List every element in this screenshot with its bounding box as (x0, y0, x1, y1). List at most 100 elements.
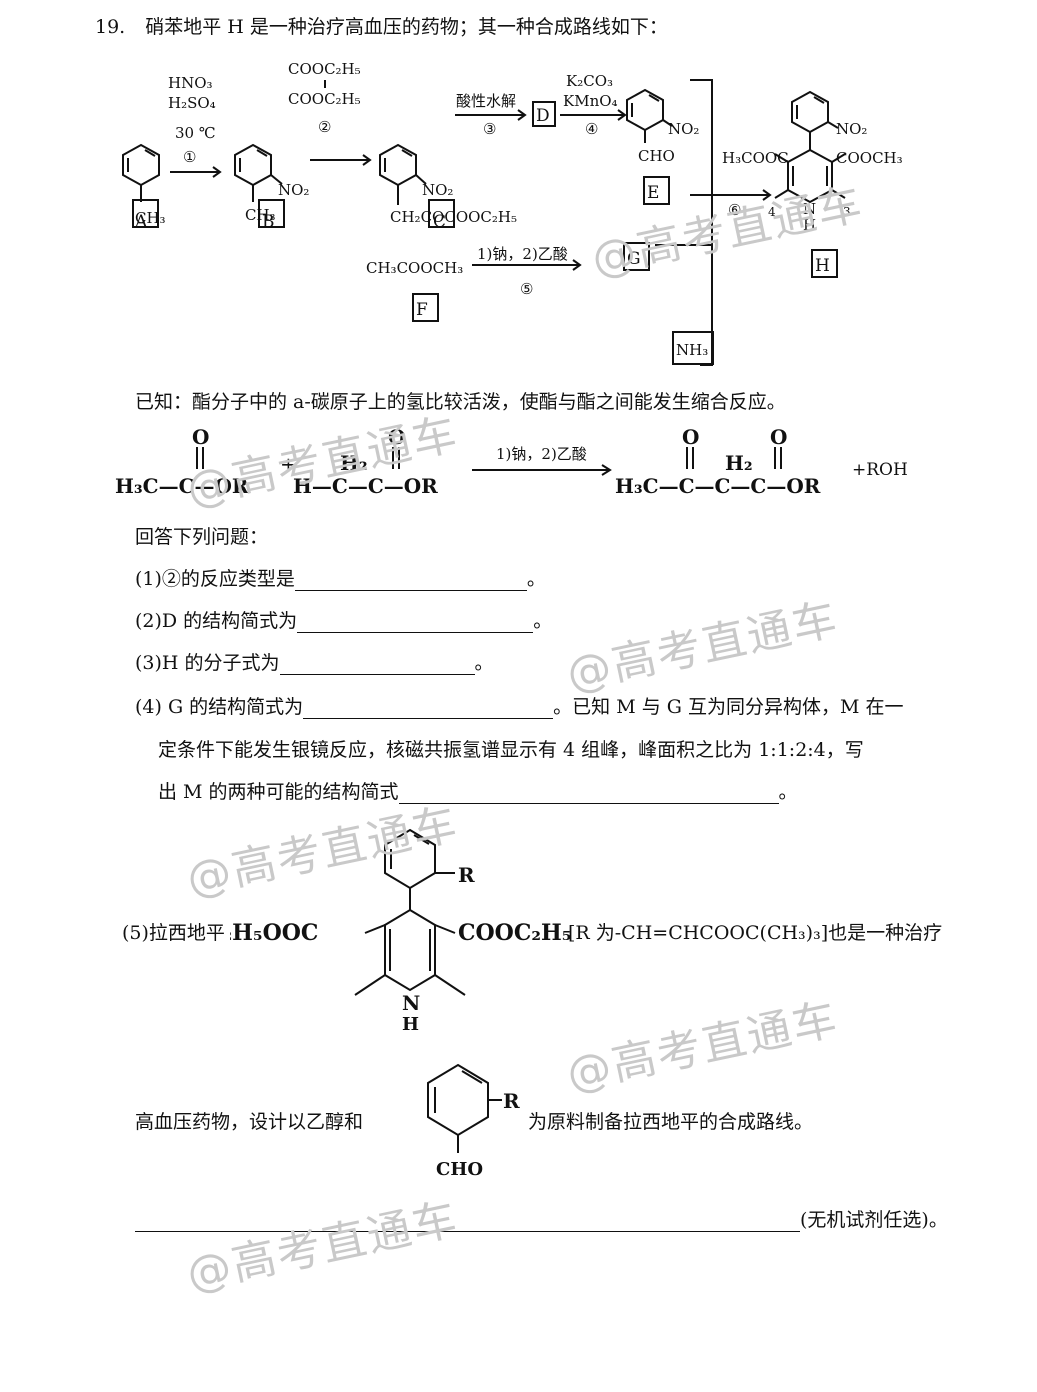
label-A: A (134, 212, 148, 232)
C-nitro: NO₂ (422, 181, 453, 199)
question-header: 19. 硝苯地平 H 是一种治疗高血压的药物；其一种合成路线如下： (95, 12, 668, 39)
known-info: 已知：酯分子中的 a-碳原子上的氢比较活泼，使酯与酯之间能发生缩合反应。 (135, 391, 786, 413)
q2-text: (2)D 的结构简式为 (135, 610, 298, 632)
q5-prefix: (5)拉西地平 (122, 922, 225, 944)
A-methyl: CH₃ (135, 209, 166, 227)
q3-end: 。 (474, 652, 494, 674)
H-position-4: 4 (768, 205, 776, 219)
q5-route-line: (无机试剂任选)。 (135, 1205, 948, 1232)
q5-r-definition: [R 为-CH=CHCOOC(CH₃)₃]也是一种治疗 (568, 922, 943, 944)
label-box-D (532, 101, 556, 127)
q5-line2-text: 高血压药物，设计以乙醇和 (135, 1111, 364, 1133)
lacidipine-right-ester: COOC₂H₅ (458, 920, 571, 946)
q4-line2: 定条件下能发生银镜反应，核磁共振氢谱显示有 4 组峰，峰面积之比为 1:1:2:… (158, 739, 864, 761)
q4-line3-end: 。 (778, 781, 798, 803)
H-position-3: 3 (843, 205, 851, 219)
label-E: E (647, 183, 659, 203)
label-box-C (428, 199, 455, 228)
aldehyde-r: R (503, 1089, 520, 1113)
F-formula: CH₃COOCH₃ (366, 259, 463, 277)
watermark: @高考直通车 (562, 993, 843, 1101)
lacidipine-r: R (458, 863, 475, 887)
reactant1-oxygen: O (192, 425, 209, 449)
H-nitro: NO₂ (836, 120, 867, 138)
aldehyde-benzene-ring (427, 1063, 489, 1137)
q2-answer-blank[interactable] (297, 612, 534, 633)
product-oxygen-1: O (682, 425, 699, 449)
product-h2: H₂ (725, 451, 753, 475)
question-2: (2)D 的结构简式为 。 (135, 606, 552, 633)
question-3: (3)H 的分子式为。 (135, 648, 494, 675)
reagent-ester-top: COOC₂H₅ (288, 60, 361, 78)
q2-end: 。 (533, 610, 553, 632)
question-stem: 硝苯地平 H 是一种治疗高血压的药物；其一种合成路线如下： (145, 16, 668, 38)
q5-tail: (无机试剂任选)。 (800, 1209, 948, 1231)
condensation-reaction: O H₃C—C—OR + H₂ O H—C—C—OR 1)钠，2)乙酸 O H₂… (115, 425, 908, 498)
step-number-1: ① (183, 148, 196, 166)
label-D: D (536, 106, 550, 126)
step-number-3: ③ (483, 120, 496, 138)
label-C: C (433, 212, 446, 232)
q1-end: 。 (526, 568, 546, 590)
lacidipine-left-ester: C₂H₅OOC (230, 920, 318, 946)
q4-m-answer-blank[interactable] (398, 783, 779, 804)
product-oxygen-2: O (770, 425, 787, 449)
H-hydrogen: H (803, 216, 816, 234)
q4-text: (4) G 的结构简式为 (135, 696, 304, 718)
q1-answer-blank[interactable] (294, 570, 527, 591)
B-nitro: NO₂ (278, 181, 309, 199)
watermark: @高考直通车 (182, 1193, 463, 1301)
product: H₃C—C—C—C—OR (615, 474, 821, 498)
step-number-6: ⑥ (728, 201, 741, 219)
label-box-H (811, 249, 838, 278)
step-number-4: ④ (585, 120, 598, 138)
q4-line3-text: 出 M 的两种可能的结构简式 (158, 781, 399, 803)
answer-prompt: 回答下列问题： (135, 526, 269, 548)
label-G: G (627, 249, 641, 269)
byproduct: +ROH (852, 460, 908, 480)
lacidipine-hydrogen: H (402, 1014, 419, 1035)
step-number-2: ② (318, 118, 331, 136)
reagent-hno3: HNO₃ (168, 74, 213, 92)
question-1: (1)②的反应类型是 。 (135, 564, 546, 591)
lacidipine-dihydropyridine-ring (384, 908, 436, 992)
reagent-h2so4: H₂SO₄ (168, 94, 216, 112)
H-left-ester: H₃COOC (722, 149, 789, 167)
q5-line2-end: 为原料制备拉西地平的合成路线。 (528, 1111, 814, 1133)
q1-text: (1)②的反应类型是 (135, 568, 295, 590)
q3-answer-blank[interactable] (279, 654, 475, 675)
q4-text-2: 。已知 M 与 G 互为同分异构体，M 在一 (553, 696, 904, 718)
reagent-kmno4: KMnO₄ (563, 92, 618, 110)
label-F: F (416, 300, 428, 320)
B-methyl: CH₃ (245, 206, 276, 224)
starting-aldehyde-structure: R CHO (427, 1063, 520, 1180)
question-4-line3: 出 M 的两种可能的结构简式 。 (158, 777, 798, 804)
reagent-ester-bot: COOC₂H₅ (288, 90, 361, 108)
label-H: H (815, 256, 830, 276)
C-sidechain: CH₂COCOOC₂H₅ (390, 208, 517, 226)
watermark: @高考直通车 (562, 593, 843, 701)
condensation-conditions: 1)钠，2)乙酸 (496, 445, 587, 463)
reactant2-oxygen: O (388, 425, 405, 449)
label-box-F (412, 293, 439, 322)
q5-route-answer-blank[interactable] (135, 1211, 800, 1232)
plus-sign: + (280, 452, 297, 476)
label-box-NH3 (672, 331, 714, 365)
lacidipine-structure: R C₂H₅OOC COOC₂H₅ N H (230, 828, 571, 1035)
label-box-E (643, 176, 670, 205)
H-right-ester: COOCH₃ (836, 149, 903, 167)
reactant1: H₃C—C—OR (115, 474, 249, 498)
reagent-acid-hydrolysis: 酸性水解 (456, 92, 516, 110)
label-NH3: NH₃ (676, 341, 708, 359)
reactant2: H—C—C—OR (293, 474, 438, 498)
q4-answer-blank[interactable] (303, 698, 554, 719)
question-number: 19. (95, 16, 126, 38)
label-box-G (623, 242, 650, 271)
reagent-k2co3: K₂CO₃ (566, 72, 613, 90)
reagent-temp: 30 ℃ (175, 124, 216, 142)
lacidipine-nitrogen: N (402, 991, 420, 1015)
label-box-B (258, 199, 285, 228)
E-aldehyde: CHO (638, 147, 675, 165)
step-number-5: ⑤ (520, 280, 533, 298)
label-B: B (262, 212, 275, 232)
